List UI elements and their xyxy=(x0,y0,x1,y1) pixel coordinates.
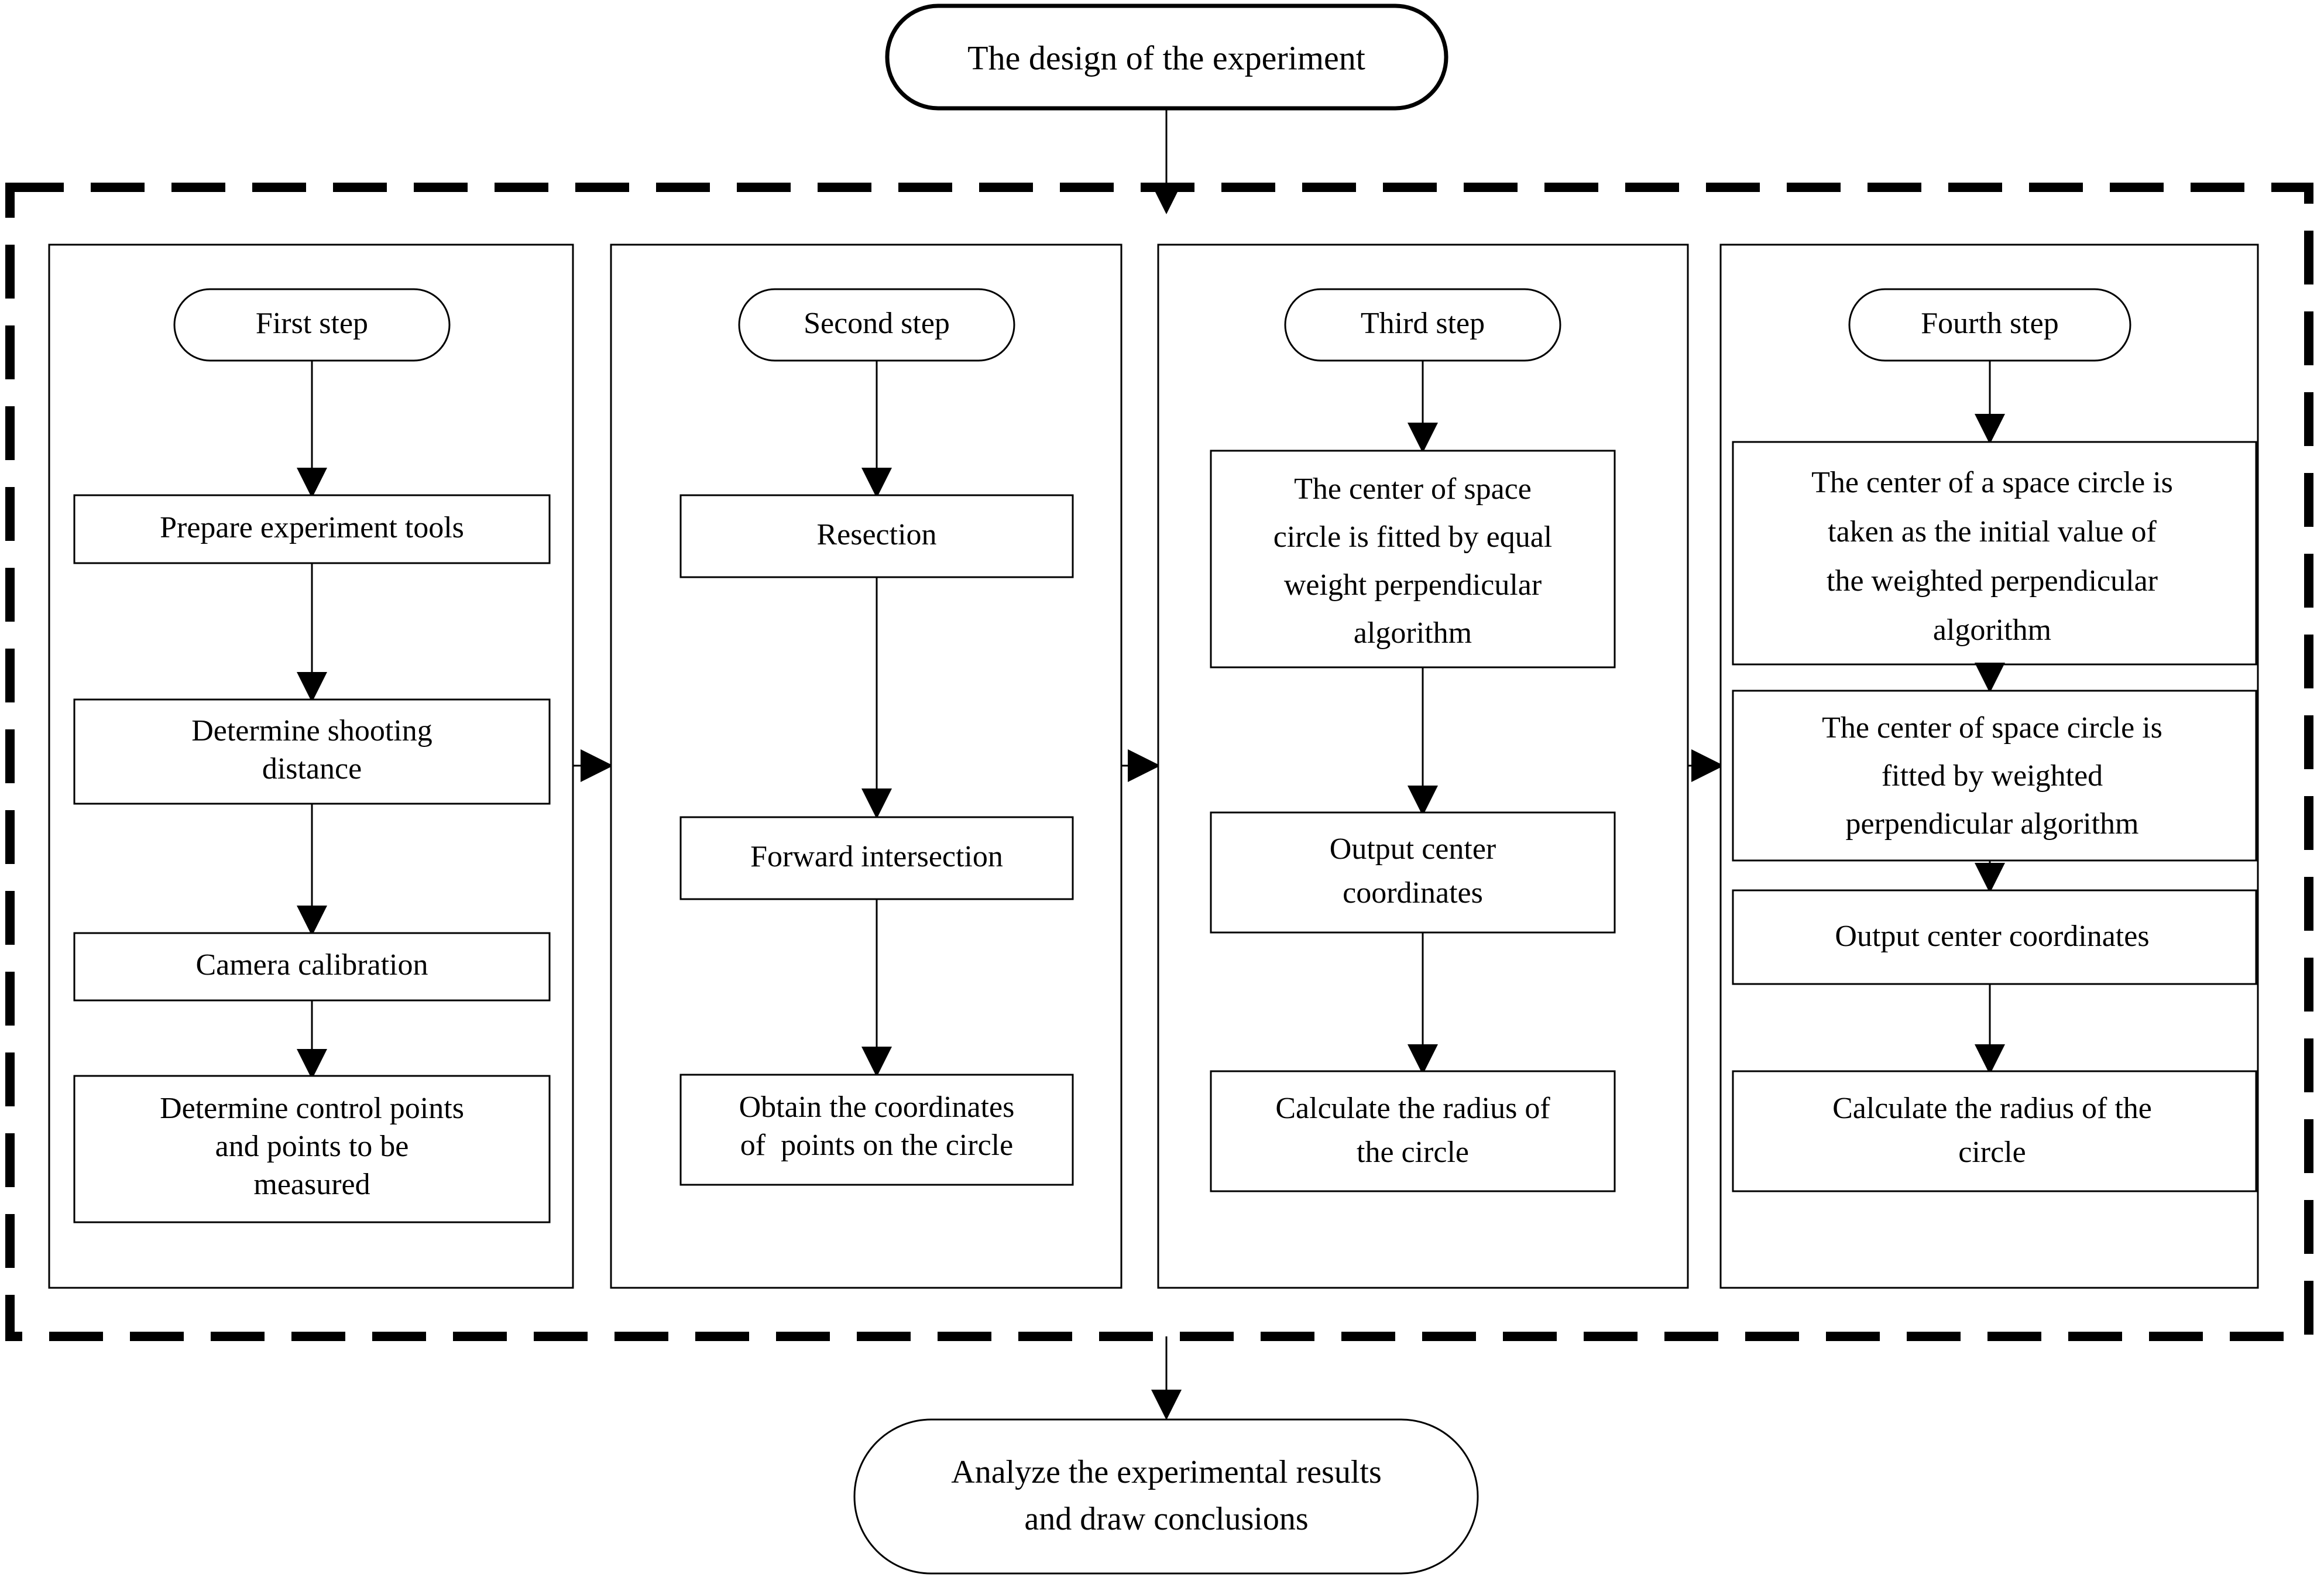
p4-box-1[interactable] xyxy=(1732,441,2257,666)
p1-box-4-label-line2: and points to be xyxy=(215,1130,409,1163)
p4-box-1-label-line3: the weighted perpendicular xyxy=(1827,564,2158,598)
p1-box-4-label-line3: measured xyxy=(253,1168,370,1201)
p1-box-1-label: Prepare experiment tools xyxy=(160,511,464,544)
p1-box-3-label: Camera calibration xyxy=(195,948,428,982)
panel3-to-panel4-head xyxy=(1691,749,1724,782)
p4-box-2-label-line1: The center of space circle is xyxy=(1822,711,2162,745)
panel1-to-panel2-head xyxy=(581,749,613,782)
end-node[interactable] xyxy=(853,1418,1479,1575)
p1-box-4[interactable] xyxy=(73,1075,551,1223)
p4-box-4[interactable] xyxy=(1732,1070,2257,1192)
p4-box-2[interactable] xyxy=(1732,690,2257,862)
arrow-region-to-end-head xyxy=(1151,1390,1182,1420)
p4-box-2-label-line3: perpendicular algorithm xyxy=(1845,807,2138,841)
p3-box-1-label-line4: algorithm xyxy=(1354,616,1472,650)
p2-box-3[interactable] xyxy=(679,1074,1074,1186)
panel2-to-panel3-head xyxy=(1128,749,1161,782)
p3-box-3[interactable] xyxy=(1210,1070,1616,1192)
p3-box-3-label-line2: the circle xyxy=(1357,1136,1469,1169)
p4-box-1-label-line2: taken as the initial value of xyxy=(1828,515,2157,548)
p2-box-2[interactable] xyxy=(679,816,1074,900)
start-node-label: The design of the experiment xyxy=(967,39,1365,77)
p3-box-2[interactable] xyxy=(1210,811,1616,934)
p2-box-1-label: Resection xyxy=(816,518,936,551)
p4-box-4-label-line1: Calculate the radius of the xyxy=(1832,1092,2152,1125)
p4-box-3-label: Output center coordinates xyxy=(1835,920,2149,953)
p3-box-2-label-line2: coordinates xyxy=(1343,876,1483,910)
p2-box-3-label-line2: of points on the circle xyxy=(740,1129,1013,1162)
step-node-4-label: Fourth step xyxy=(1921,307,2058,340)
end-node-label-line2: and draw conclusions xyxy=(1024,1501,1308,1537)
step-node-3-label: Third step xyxy=(1361,307,1485,340)
p4-box-1-label-line4: algorithm xyxy=(1933,613,2051,647)
p3-box-3-label-line1: Calculate the radius of xyxy=(1275,1092,1550,1125)
end-node-label-line1: Analyze the experimental results xyxy=(951,1454,1382,1490)
p1-box-2-label-line2: distance xyxy=(262,752,362,786)
p3-box-1-label-line3: weight perpendicular xyxy=(1284,568,1542,602)
p2-box-1[interactable] xyxy=(679,494,1074,578)
p1-box-3[interactable] xyxy=(73,932,551,1002)
p3-box-1-label-line1: The center of space xyxy=(1294,472,1532,506)
p1-box-2-label-line1: Determine shooting xyxy=(191,714,432,748)
p4-box-4-label-line2: circle xyxy=(1958,1136,2026,1169)
p2-box-2-label: Forward intersection xyxy=(750,840,1003,873)
p2-box-3-label-line1: Obtain the coordinates xyxy=(739,1091,1015,1124)
p1-box-4-label-line1: Determine control points xyxy=(160,1092,464,1125)
p4-box-2-label-line2: fitted by weighted xyxy=(1882,759,2103,793)
step-node-1-label: First step xyxy=(256,307,368,340)
p4-box-1-label-line1: The center of a space circle is xyxy=(1811,466,2173,499)
step-node-2-label: Second step xyxy=(804,307,950,340)
dashed-process-region xyxy=(5,183,2313,1341)
p3-box-1-label-line2: circle is fitted by equal xyxy=(1273,520,1552,554)
p3-box-2-label-line1: Output center xyxy=(1330,832,1496,866)
p4-box-3[interactable] xyxy=(1732,889,2257,985)
p3-box-1[interactable] xyxy=(1210,450,1616,668)
